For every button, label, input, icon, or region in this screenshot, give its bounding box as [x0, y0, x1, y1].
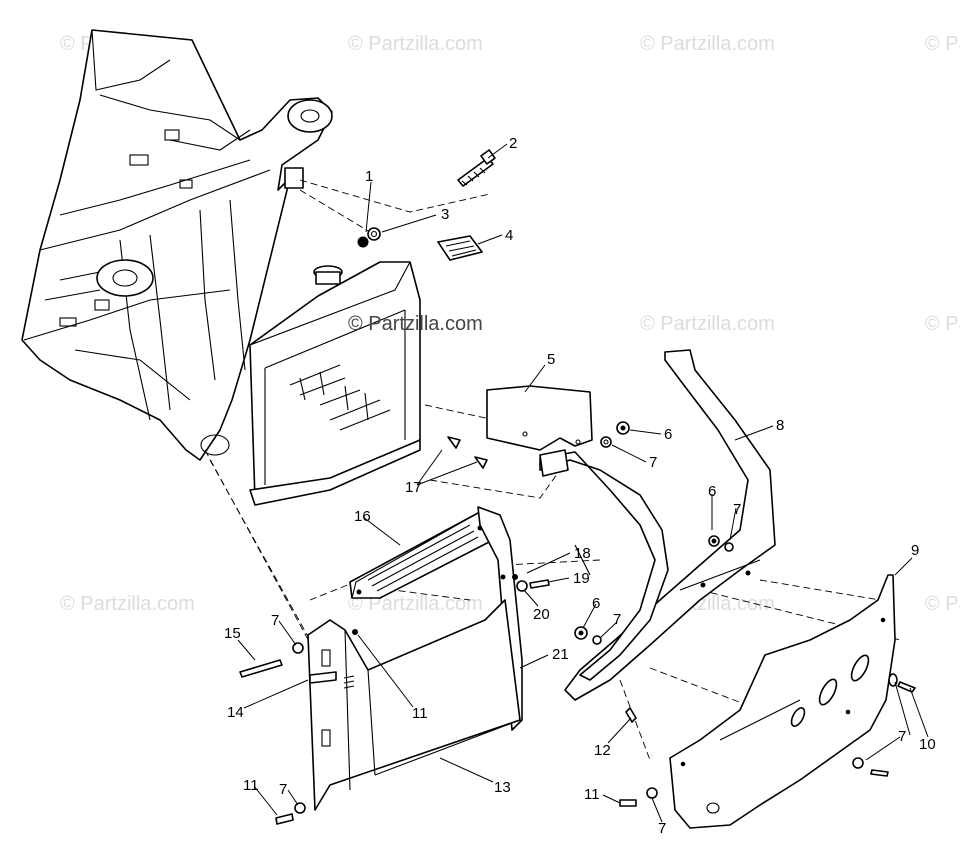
side-panel-hardware	[512, 574, 550, 592]
watermark: © Partzilla.com	[348, 33, 483, 55]
push-rivets	[447, 436, 488, 469]
skid-plate	[669, 574, 896, 829]
callout-11c: 11	[584, 786, 600, 803]
callout-5: 5	[547, 351, 555, 368]
watermark: © Partzilla.com	[925, 313, 960, 335]
callout-6c: 6	[592, 595, 600, 612]
watermark: © Partzilla.com	[640, 33, 775, 55]
callout-20: 20	[533, 606, 550, 623]
callout-10: 10	[919, 736, 936, 753]
watermark: © Partzilla.com	[60, 593, 195, 615]
radiator-bracket	[486, 385, 593, 451]
leader-lines	[237, 143, 929, 823]
callout-3: 3	[441, 206, 449, 223]
callout-labels: 1 2 3 4 5 6 7 8 9 10 11 12 13 14 15 16 1…	[224, 135, 936, 837]
bumper-hardware	[574, 421, 734, 645]
callout-7: 7	[649, 454, 657, 471]
watermark: © Partzilla.com	[348, 593, 483, 615]
callout-7b: 7	[733, 501, 741, 518]
callout-21: 21	[552, 646, 569, 663]
callout-19: 19	[573, 570, 590, 587]
callout-7d: 7	[271, 612, 279, 629]
radiator	[249, 261, 421, 506]
upper-grille	[349, 512, 494, 599]
mount-hardware	[357, 149, 496, 261]
shroud-hardware	[239, 642, 306, 825]
callout-16: 16	[354, 508, 371, 525]
callout-18: 18	[574, 545, 591, 562]
callout-7c: 7	[613, 611, 621, 628]
callout-1: 1	[365, 168, 373, 185]
watermark: © Partzilla.com	[925, 593, 960, 615]
callout-11: 11	[412, 705, 428, 722]
callout-15: 15	[224, 625, 241, 642]
vehicle-frame	[21, 29, 333, 461]
callout-2: 2	[509, 135, 517, 152]
callout-4: 4	[505, 227, 513, 244]
front-bumper	[539, 349, 776, 701]
watermark: © Partzilla.com	[640, 313, 775, 335]
callout-11b: 11	[243, 777, 259, 794]
callout-17: 17	[405, 479, 422, 496]
watermark-center: © Partzilla.com	[348, 313, 483, 335]
callout-12: 12	[594, 742, 611, 759]
callout-7g: 7	[898, 728, 906, 745]
callout-9: 9	[911, 542, 919, 559]
radiator-shroud	[307, 599, 521, 811]
watermark: © Partzilla.com	[925, 33, 960, 55]
callout-6b: 6	[708, 483, 716, 500]
callout-6: 6	[664, 426, 672, 443]
callout-8: 8	[776, 417, 784, 434]
callout-7e: 7	[279, 781, 287, 798]
callout-14: 14	[227, 704, 244, 721]
callout-7f: 7	[658, 820, 666, 837]
callout-13: 13	[494, 779, 511, 796]
